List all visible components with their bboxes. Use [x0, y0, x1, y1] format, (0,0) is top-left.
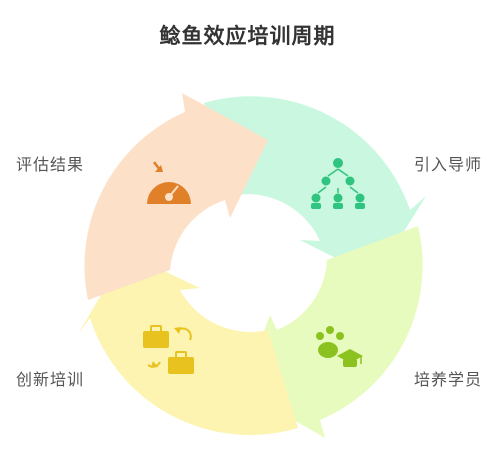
stage-label-introduce-mentor: 引入导师: [414, 155, 483, 174]
stage-label-evaluate-results: 评估结果: [16, 155, 85, 174]
cycle-segment-innovative-training: [78, 253, 298, 435]
stage-label-innovative-training: 创新培训: [16, 370, 85, 389]
hierarchy-icon: [311, 158, 365, 209]
mentor-icon: [316, 326, 363, 367]
gauge-icon: [147, 161, 191, 204]
diagram-title: 鲶鱼效应培训周期: [159, 23, 336, 48]
stage-label-train-trainees: 培养学员: [414, 370, 483, 389]
briefcase-exchange-icon: [143, 325, 194, 374]
